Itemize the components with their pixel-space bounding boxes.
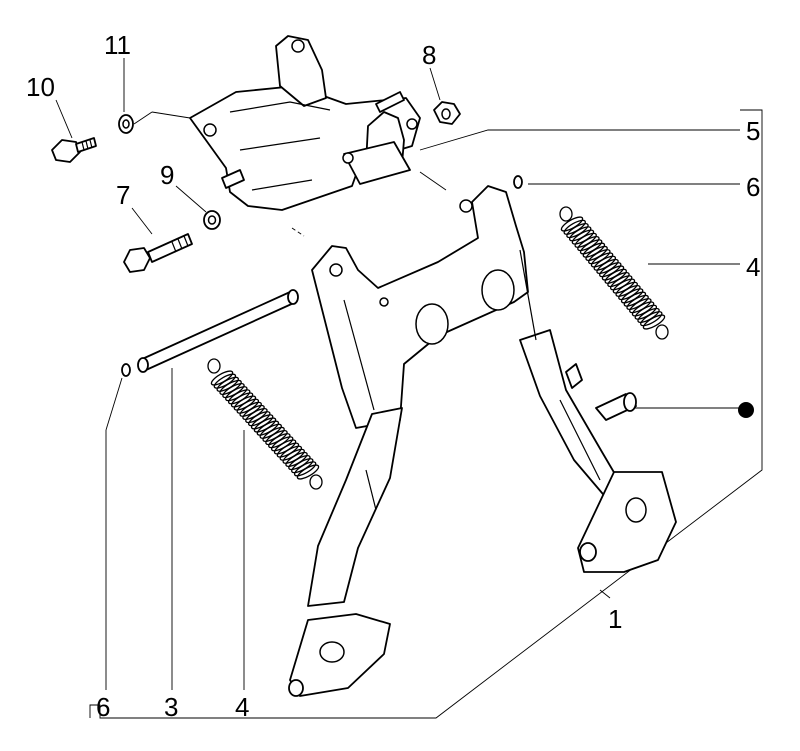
callout-4-right: 4 <box>746 252 760 282</box>
leader-8 <box>429 67 441 101</box>
pin-3 <box>137 289 299 373</box>
leader-7 <box>131 207 153 235</box>
callout-1: 1 <box>608 604 622 634</box>
bolt-7 <box>123 233 193 273</box>
callout-5: 5 <box>746 116 760 146</box>
spring-4-right <box>559 206 669 340</box>
callout-10: 10 <box>26 72 55 102</box>
leader-assembly-frame <box>89 109 763 719</box>
callout-6-right: 6 <box>746 172 760 202</box>
callout-9: 9 <box>160 160 174 190</box>
nut-8 <box>433 101 461 125</box>
callout-8: 8 <box>422 40 436 70</box>
spring-4-left <box>207 358 323 490</box>
leader-6-bottom <box>105 377 123 431</box>
leader-10 <box>55 99 73 139</box>
circlip-6-right <box>513 175 523 189</box>
bracket-5 <box>189 35 421 211</box>
reference-dot <box>738 402 754 418</box>
leader-1 <box>599 589 611 599</box>
leader-9 <box>175 185 207 213</box>
spring-coil <box>296 464 320 480</box>
leader-lines <box>55 58 763 719</box>
washer-11 <box>118 114 134 134</box>
callout-7: 7 <box>116 180 130 210</box>
callout-11: 11 <box>104 30 131 60</box>
bolt-10 <box>51 137 97 163</box>
spring-coil <box>642 314 666 330</box>
leader-5b <box>419 171 447 191</box>
circlip-6-bottom <box>121 363 131 377</box>
callout-3: 3 <box>164 692 178 722</box>
leader-washer-to-bracket <box>133 111 153 125</box>
spring-coil <box>640 311 663 327</box>
center-stand-1 <box>288 185 677 697</box>
washer-9 <box>203 210 221 230</box>
leader-dash <box>291 227 305 237</box>
spring-coil <box>293 461 317 477</box>
leader-5 <box>419 129 740 151</box>
leader-washer-to-bracket-2 <box>151 111 191 119</box>
callout-4-bottom: 4 <box>235 692 249 722</box>
callout-numbers: 1 3 4 4 5 6 6 7 8 9 10 11 <box>26 30 760 722</box>
callout-6-bottom: 6 <box>96 692 110 722</box>
